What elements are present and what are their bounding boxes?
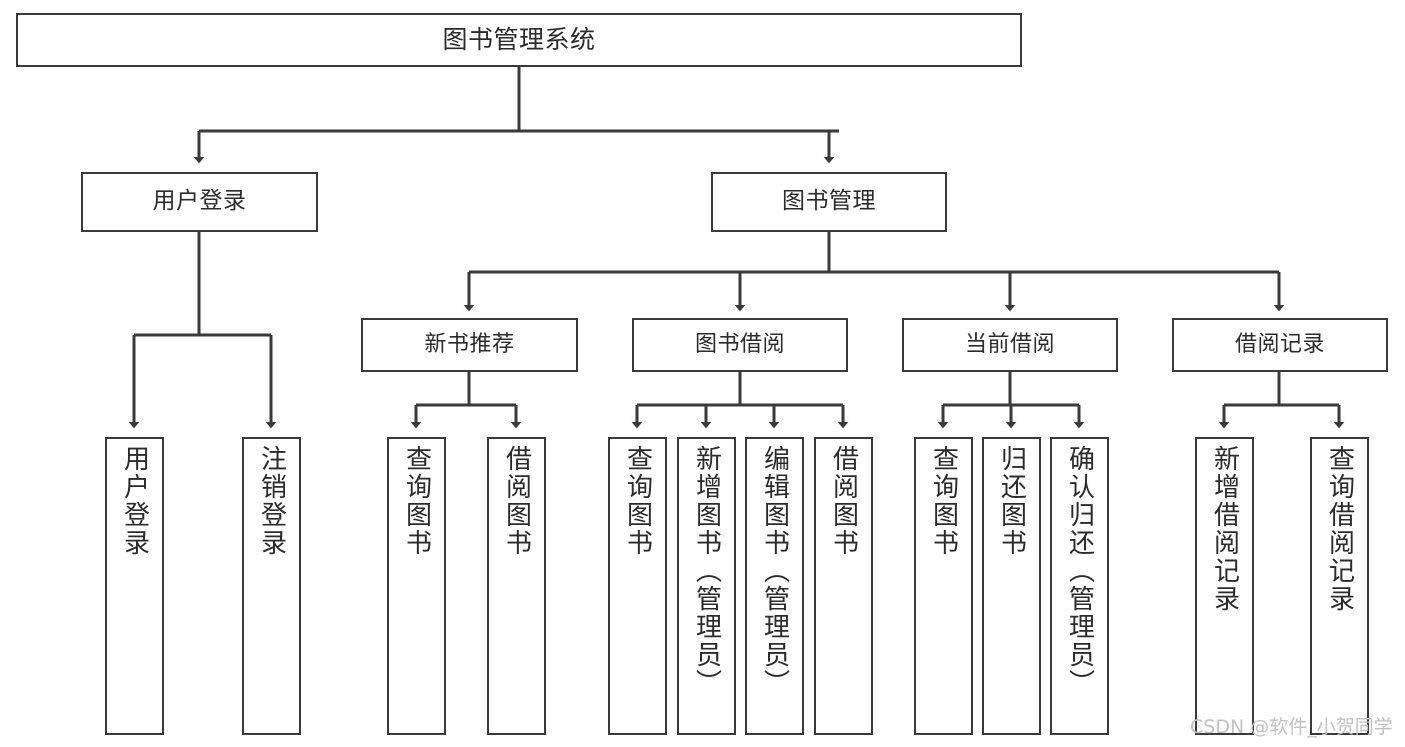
leaf-edit-book-admin[interactable]: 编辑图书（管理员） (745, 437, 804, 735)
node-label: 借阅图书 (828, 445, 859, 557)
leaf-confirm-return-admin[interactable]: 确认归还（管理员） (1050, 437, 1109, 735)
node-label: 图书管理系统 (442, 25, 596, 55)
node-label: 归还图书 (996, 445, 1027, 557)
node-label: 借阅图书 (501, 445, 532, 557)
node-current-borrow[interactable]: 当前借阅 (902, 318, 1118, 372)
node-label: 查询借阅记录 (1324, 445, 1355, 613)
leaf-borrow-book-new[interactable]: 借阅图书 (487, 437, 546, 735)
leaf-add-borrow-record[interactable]: 新增借阅记录 (1195, 437, 1254, 735)
node-label: 查询图书 (401, 445, 432, 557)
leaf-query-borrow-record[interactable]: 查询借阅记录 (1310, 437, 1369, 735)
node-book-management[interactable]: 图书管理 (711, 172, 947, 232)
node-label: 用户登录 (152, 188, 247, 215)
node-label: 注销登录 (256, 445, 287, 557)
node-new-book-recommend[interactable]: 新书推荐 (361, 318, 578, 372)
leaf-query-book-current[interactable]: 查询图书 (914, 437, 973, 735)
node-label: 图书借阅 (694, 332, 785, 358)
node-label: 确认归还（管理员） (1064, 445, 1095, 697)
leaf-borrow-book[interactable]: 借阅图书 (814, 437, 873, 735)
node-root-system[interactable]: 图书管理系统 (16, 13, 1022, 67)
leaf-user-logout[interactable]: 注销登录 (242, 437, 301, 735)
node-book-borrow[interactable]: 图书借阅 (632, 318, 848, 372)
node-user-login[interactable]: 用户登录 (81, 172, 318, 232)
node-label: 新增借阅记录 (1209, 445, 1240, 613)
node-borrow-record[interactable]: 借阅记录 (1172, 318, 1388, 372)
node-label: 图书管理 (782, 188, 876, 215)
node-label: 新书推荐 (424, 332, 515, 358)
leaf-user-login[interactable]: 用户登录 (105, 437, 164, 735)
csdn-watermark: CSDN @软件_小贺同学 (1190, 716, 1393, 738)
node-label: 新增图书（管理员） (691, 445, 722, 697)
node-label: 查询图书 (928, 445, 959, 557)
leaf-return-book[interactable]: 归还图书 (982, 437, 1041, 735)
leaf-query-book-new[interactable]: 查询图书 (387, 437, 446, 735)
leaf-add-book-admin[interactable]: 新增图书（管理员） (677, 437, 736, 735)
leaf-query-book-borrow[interactable]: 查询图书 (608, 437, 667, 735)
node-label: 借阅记录 (1234, 332, 1325, 358)
node-label: 当前借阅 (964, 332, 1055, 358)
node-label: 用户登录 (119, 445, 150, 557)
node-label: 编辑图书（管理员） (759, 445, 790, 697)
node-label: 查询图书 (622, 445, 653, 557)
